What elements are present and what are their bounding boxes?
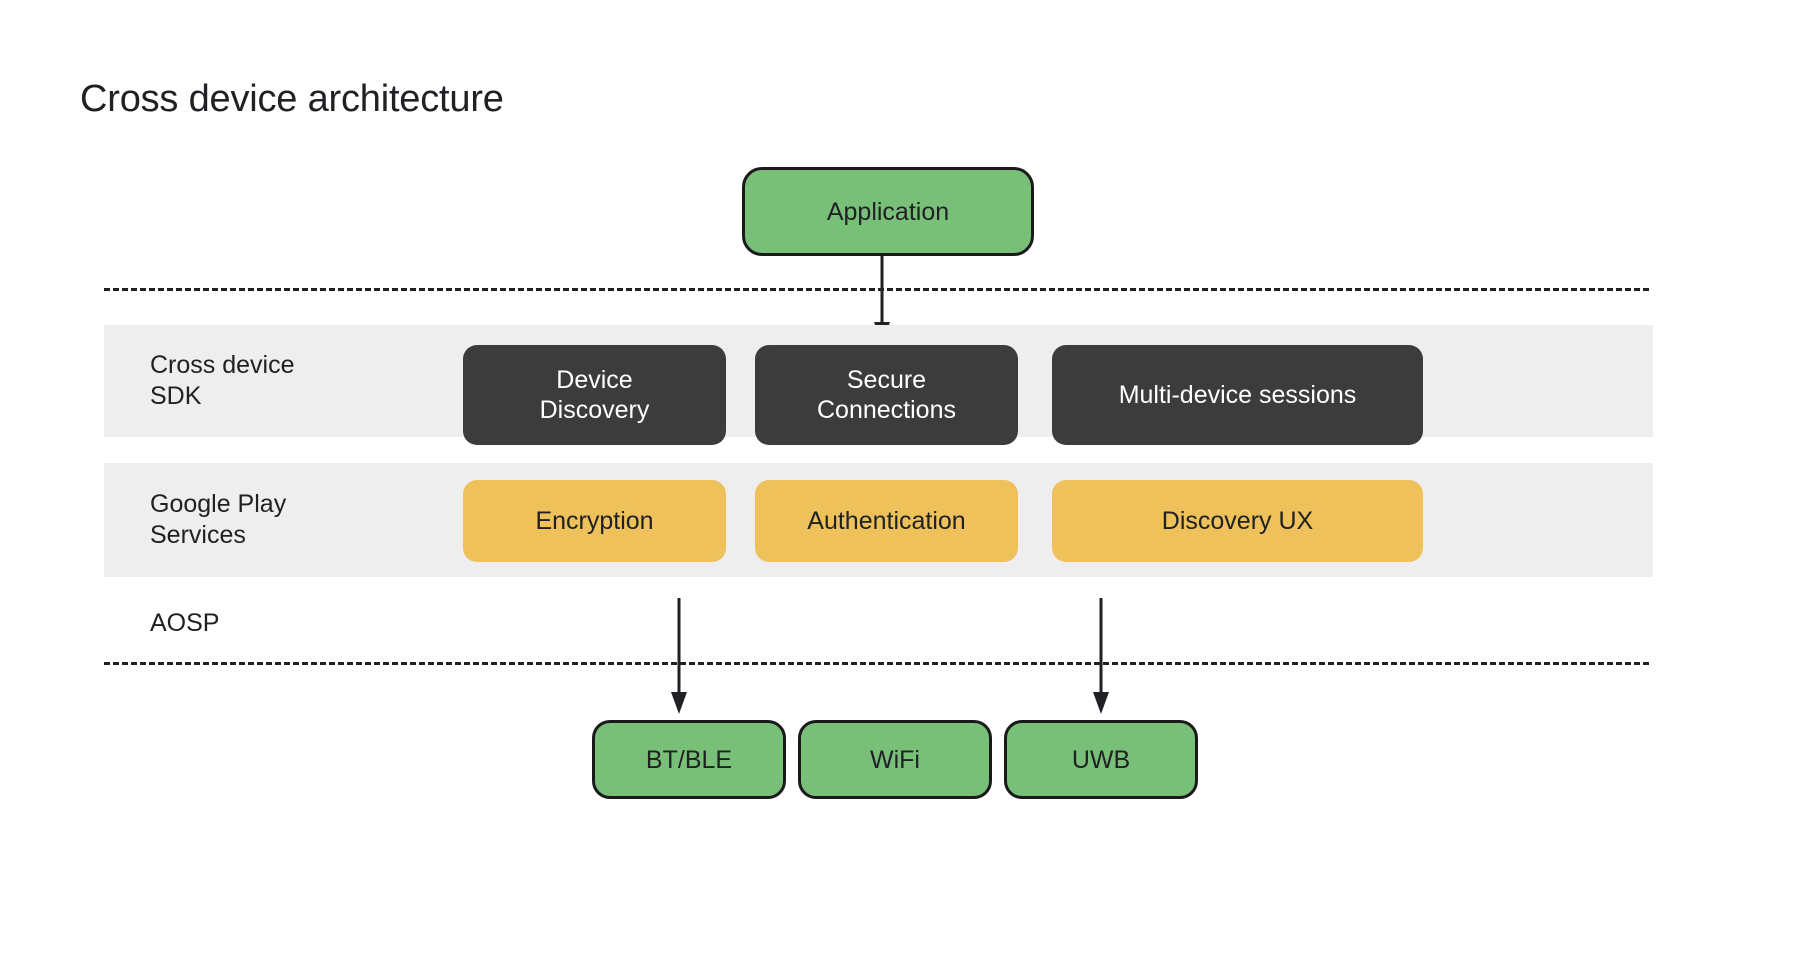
chip-authentication[interactable]: Authentication xyxy=(755,480,1018,562)
chip-encryption[interactable]: Encryption xyxy=(463,480,726,562)
layer-label-cross-device-sdk: Cross device SDK xyxy=(150,351,295,410)
chip-secure-connections[interactable]: Secure Connections xyxy=(755,345,1018,445)
chip-wifi[interactable]: WiFi xyxy=(798,720,992,799)
chip-bt-ble[interactable]: BT/BLE xyxy=(592,720,786,799)
chip-device-discovery[interactable]: Device Discovery xyxy=(463,345,726,445)
dashed-separator-top xyxy=(104,288,1649,291)
node-application[interactable]: Application xyxy=(742,167,1034,256)
arrow-discovery-ux-to-uwb xyxy=(1093,598,1109,714)
layer-label-aosp: AOSP xyxy=(150,609,220,637)
arrow-encryption-to-btble xyxy=(671,598,687,714)
layer-label-google-play-services: Google Play Services xyxy=(150,490,287,549)
chip-multi-device-sessions[interactable]: Multi-device sessions xyxy=(1052,345,1423,445)
chip-uwb[interactable]: UWB xyxy=(1004,720,1198,799)
page-title: Cross device architecture xyxy=(80,78,504,120)
chip-discovery-ux[interactable]: Discovery UX xyxy=(1052,480,1423,562)
dashed-separator-bottom xyxy=(104,662,1649,665)
